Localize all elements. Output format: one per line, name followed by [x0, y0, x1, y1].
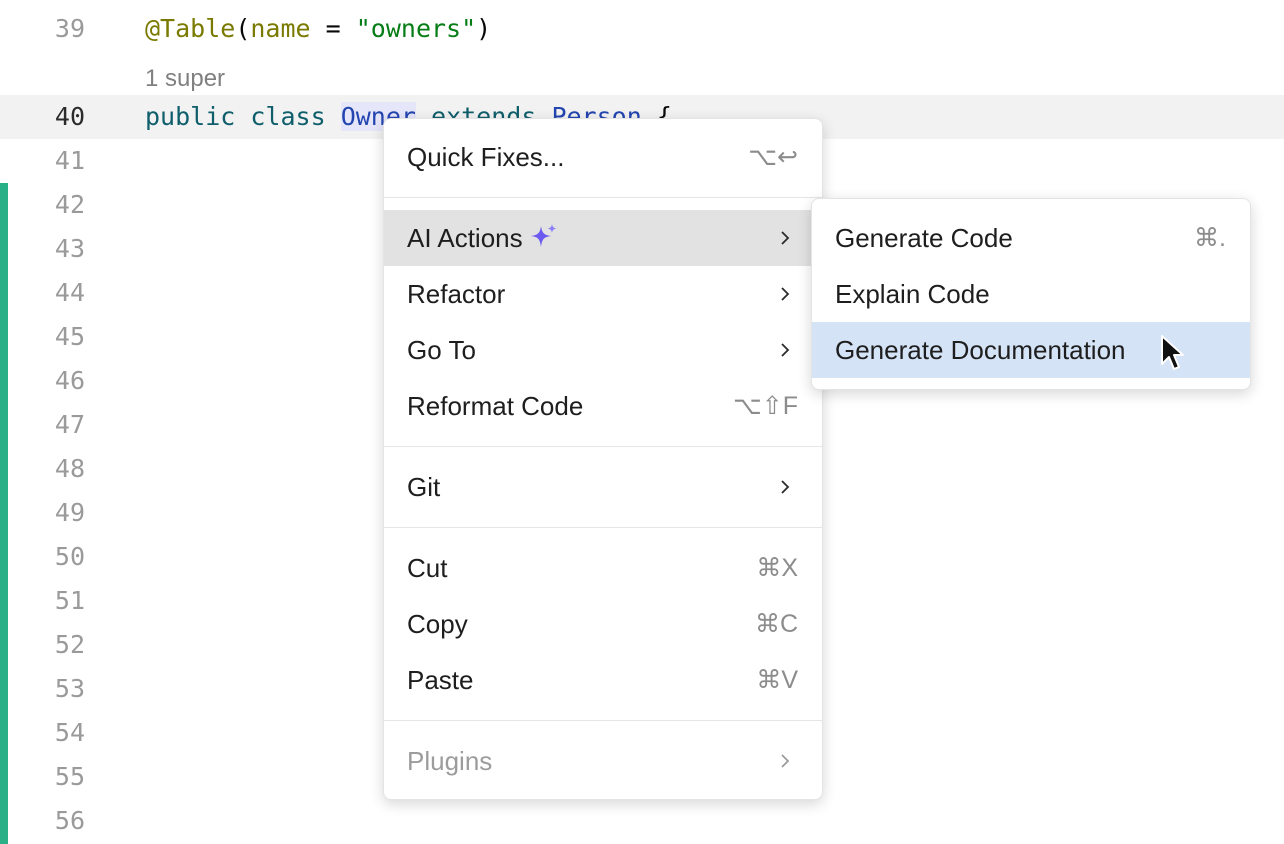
paren-token: ( [235, 14, 251, 43]
menu-item-label: Explain Code [835, 278, 990, 309]
menu-separator [384, 527, 822, 528]
menu-item-label: Paste [407, 664, 474, 695]
line-number: 44 [54, 278, 85, 307]
menu-item-generate-documentation[interactable]: Generate Documentation [812, 322, 1250, 378]
menu-item-label: Generate Documentation [835, 334, 1126, 365]
line-number: 54 [54, 718, 85, 747]
ai-actions-submenu: Generate Code ⌘. Explain Code Generate D… [811, 198, 1251, 390]
line-number: 42 [54, 190, 85, 219]
menu-item-shortcut: ⌘. [1194, 224, 1226, 252]
line-number: 41 [54, 146, 85, 175]
inlay-hint[interactable]: 1 super [145, 65, 226, 92]
vcs-change-marker[interactable] [0, 183, 8, 844]
line-number: 52 [54, 630, 85, 659]
line-number: 48 [54, 454, 85, 483]
menu-item-label: Plugins [407, 745, 493, 776]
menu-item-label-wrap: AI Actions [407, 223, 778, 254]
mouse-pointer-icon [1161, 335, 1184, 370]
param-token: name [250, 14, 311, 43]
menu-item-shortcut: ⌥↩ [748, 143, 798, 171]
line-number: 39 [54, 14, 85, 43]
menu-separator [384, 197, 822, 198]
menu-item-reformat-code[interactable]: Reformat Code ⌥⇧F [384, 378, 822, 434]
menu-item-label: Copy [407, 608, 468, 639]
menu-item-explain-code[interactable]: Explain Code [812, 266, 1250, 322]
chevron-right-icon [781, 287, 790, 301]
menu-item-ai-actions[interactable]: AI Actions [384, 210, 822, 266]
line-number: 51 [54, 586, 85, 615]
line-number: 46 [54, 366, 85, 395]
menu-separator [384, 446, 822, 447]
line-number: 56 [54, 806, 85, 835]
menu-item-generate-code[interactable]: Generate Code ⌘. [812, 210, 1250, 266]
menu-item-label: Cut [407, 552, 448, 583]
operator-token: = [310, 14, 356, 43]
line-number: 49 [54, 498, 85, 527]
menu-item-label: Go To [407, 334, 476, 365]
chevron-right-icon [781, 343, 790, 357]
menu-item-label: Git [407, 471, 441, 502]
line-number: 43 [54, 234, 85, 263]
menu-item-shortcut: ⌥⇧F [732, 392, 798, 420]
menu-item-go-to[interactable]: Go To [384, 322, 822, 378]
sparkle-icon [530, 223, 557, 247]
menu-item-shortcut: ⌘C [754, 610, 798, 638]
line-number: 47 [54, 410, 85, 439]
line-number: 45 [54, 322, 85, 351]
keyword-token: public [145, 102, 236, 131]
line-number: 53 [54, 674, 85, 703]
menu-item-copy[interactable]: Copy ⌘C [384, 596, 822, 652]
line-number: 55 [54, 762, 85, 791]
annotation-token: @Table [145, 14, 236, 43]
menu-item-git[interactable]: Git [384, 459, 822, 515]
context-menu: Quick Fixes... ⌥↩ AI Actions Refactor Go… [383, 118, 823, 800]
menu-item-shortcut: ⌘X [756, 554, 798, 582]
menu-item-label: AI Actions [407, 222, 523, 253]
keyword-token: class [250, 102, 326, 131]
menu-item-label: Reformat Code [407, 390, 584, 421]
menu-item-paste[interactable]: Paste ⌘V [384, 652, 822, 708]
paren-token: ) [476, 14, 492, 43]
menu-item-label: Quick Fixes... [407, 141, 565, 172]
menu-item-label: Generate Code [835, 222, 1013, 253]
string-token: "owners" [355, 14, 477, 43]
menu-item-cut[interactable]: Cut ⌘X [384, 540, 822, 596]
menu-item-refactor[interactable]: Refactor [384, 266, 822, 322]
menu-item-plugins[interactable]: Plugins [384, 733, 822, 789]
line-number: 50 [54, 542, 85, 571]
menu-item-shortcut: ⌘V [756, 666, 798, 694]
chevron-right-icon [781, 480, 790, 494]
chevron-right-icon [781, 754, 790, 768]
code-line-39[interactable]: @Table(name = "owners") [145, 7, 491, 51]
line-number: 40 [54, 102, 85, 131]
menu-item-label: Refactor [407, 278, 506, 309]
chevron-right-icon [781, 231, 790, 245]
menu-item-quick-fixes[interactable]: Quick Fixes... ⌥↩ [384, 129, 822, 185]
menu-separator [384, 720, 822, 721]
